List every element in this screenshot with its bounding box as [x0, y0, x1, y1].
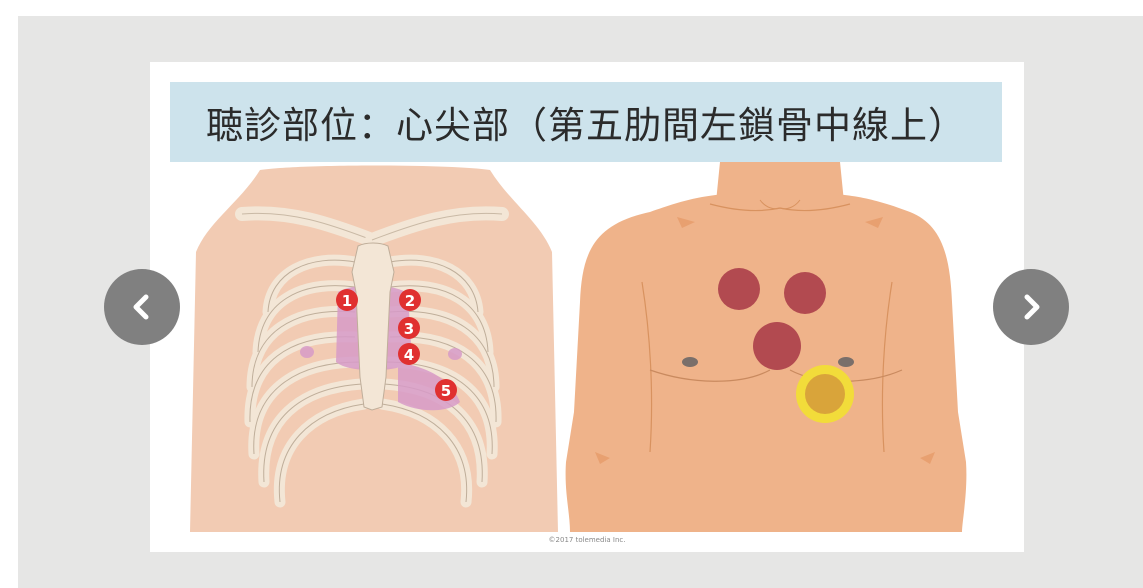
- svg-text:1: 1: [342, 292, 352, 310]
- auscultation-point-tricuspid: [753, 322, 801, 370]
- nipple-right: [682, 357, 698, 367]
- torso-diagram: [566, 162, 967, 532]
- auscultation-point-apex: [805, 374, 845, 414]
- marker-3: 3: [398, 317, 420, 339]
- marker-4: 4: [398, 343, 420, 365]
- previous-slide-button[interactable]: [104, 269, 180, 345]
- svg-text:3: 3: [404, 320, 414, 338]
- chevron-right-icon: [1015, 291, 1047, 323]
- auscultation-illustration: 1 2 3 4 5: [150, 162, 1024, 552]
- ribcage-diagram: 1 2 3 4 5: [190, 166, 558, 533]
- marker-1: 1: [336, 289, 358, 311]
- auscultation-point-pulmonic: [784, 272, 826, 314]
- next-slide-button[interactable]: [993, 269, 1069, 345]
- auscultation-point-aortic: [718, 268, 760, 310]
- svg-text:2: 2: [405, 292, 415, 310]
- chevron-left-icon: [126, 291, 158, 323]
- slide-title-banner: 聴診部位：心尖部（第五肋間左鎖骨中線上）: [170, 82, 1002, 162]
- marker-5: 5: [435, 379, 457, 401]
- svg-text:4: 4: [404, 346, 414, 364]
- svg-text:5: 5: [441, 382, 451, 400]
- marker-2: 2: [399, 289, 421, 311]
- nipple-left: [838, 357, 854, 367]
- slide-title: 聴診部位：心尖部（第五肋間左鎖骨中線上）: [206, 95, 966, 149]
- copyright-text: ©2017 tolemedia Inc.: [150, 536, 1024, 544]
